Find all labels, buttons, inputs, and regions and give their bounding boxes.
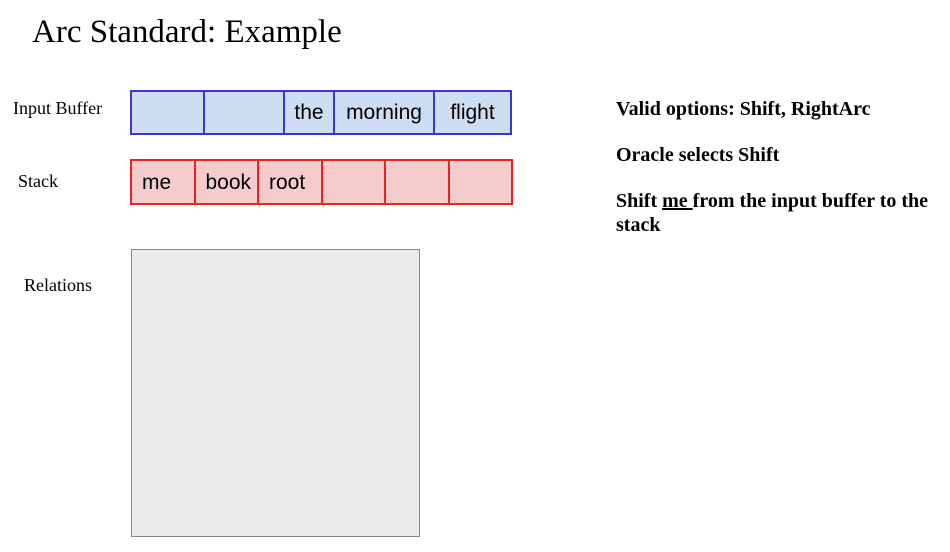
action-text: Shift me from the input buffer to the st…: [616, 189, 950, 237]
buffer-cell-2: the: [285, 92, 335, 133]
oracle-selects-text: Oracle selects Shift: [616, 144, 780, 166]
action-prefix: Shift: [616, 190, 663, 212]
buffer-cell-3: morning: [335, 92, 435, 133]
stack-row: me book root: [130, 159, 513, 205]
action-underlined-word: me: [662, 190, 693, 212]
stack-label: Stack: [18, 171, 58, 191]
oracle-notes: Valid options: Shift, RightArc Oracle se…: [616, 97, 950, 237]
buffer-cell-4: flight: [450, 101, 495, 124]
input-buffer-row: the morning flight: [130, 90, 512, 135]
valid-options-text: Valid options: Shift, RightArc: [616, 98, 871, 120]
stack-cell-4: [386, 161, 450, 203]
buffer-cell-0: [132, 92, 205, 133]
stack-cell-2: root: [259, 161, 323, 203]
relations-label: Relations: [24, 275, 92, 295]
stack-cell-5: [450, 161, 512, 203]
stack-cell-1: book: [196, 161, 259, 203]
relations-box: [131, 249, 420, 537]
input-buffer-label: Input Buffer: [13, 98, 103, 118]
stack-cell-0: me: [132, 161, 196, 203]
buffer-cell-1: [205, 92, 285, 133]
page-title: Arc Standard: Example: [32, 14, 342, 50]
action-suffix: from the input buffer to the stack: [616, 190, 929, 236]
stack-cell-3: [323, 161, 386, 203]
